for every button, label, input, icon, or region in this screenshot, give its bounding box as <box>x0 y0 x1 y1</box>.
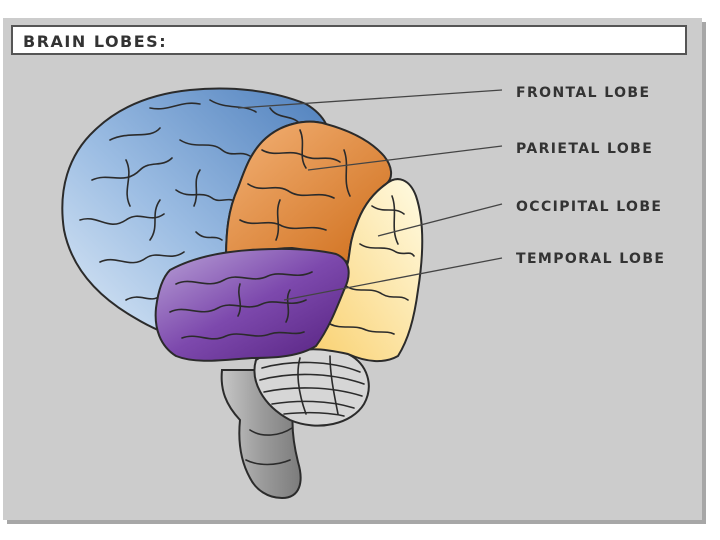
leader-line-parietal <box>307 145 503 171</box>
temporal-lobe <box>154 247 350 362</box>
label-temporal-lobe: TEMPORAL LOBE <box>516 251 665 267</box>
title-box: BRAIN LOBES: <box>11 25 687 55</box>
label-parietal-lobe: PARIETAL LOBE <box>516 141 653 157</box>
leader-line-occipital <box>377 203 503 237</box>
leader-line-temporal <box>283 257 503 301</box>
leader-line-frontal <box>237 89 503 109</box>
label-frontal-lobe: FRONTAL LOBE <box>516 85 650 101</box>
page-title: BRAIN LOBES: <box>23 32 168 51</box>
leader-lines <box>237 89 503 301</box>
label-occipital-lobe: OCCIPITAL LOBE <box>516 199 662 215</box>
cerebellum <box>253 346 370 427</box>
